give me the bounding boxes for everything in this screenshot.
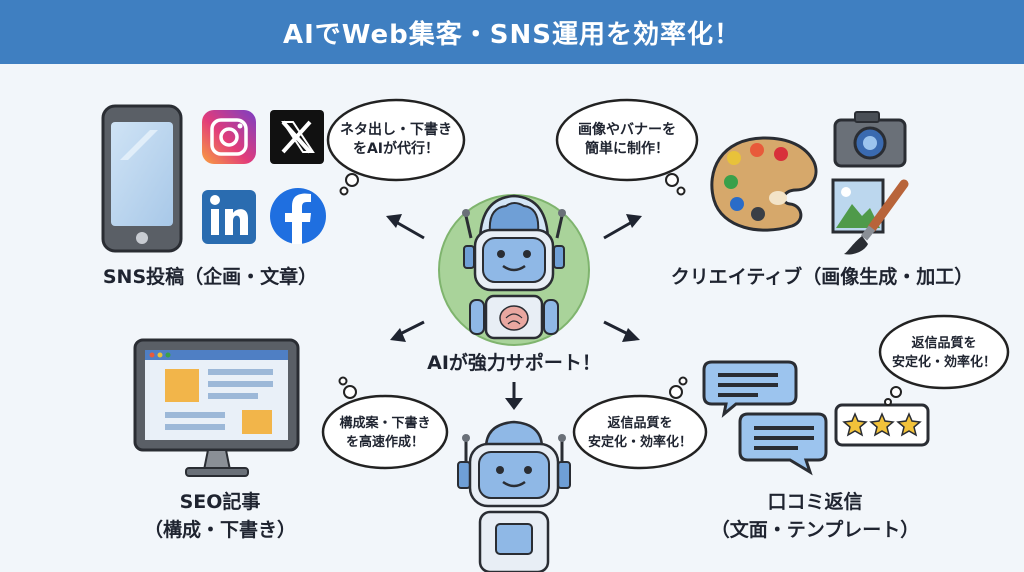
star-rating-card-icon (834, 403, 930, 447)
seo-label: SEO記事 （構成・下書き） (120, 488, 320, 544)
monitor-icon (133, 338, 300, 477)
bottom-robot-icon (457, 420, 571, 572)
facebook-icon (270, 188, 326, 244)
sns-bubble-line1: ネタ出し・下書き (340, 122, 452, 138)
paintbrush-icon (844, 179, 909, 255)
review-bubble-line1: 返信品質を (607, 416, 673, 431)
x-logo-icon (270, 110, 324, 164)
arrow-to-review-icon (603, 320, 640, 342)
sns-speech-bubble (326, 98, 466, 196)
linkedin-icon (202, 190, 256, 244)
sns-label: SNS投稿（企画・文章） (102, 266, 318, 288)
paint-palette-icon (710, 136, 818, 232)
seo-speech-bubble (321, 376, 449, 470)
review-speech-bubble (572, 376, 708, 470)
review-label-line2: （文面・テンプレート） (710, 519, 920, 541)
arrow-to-sns-icon (386, 214, 425, 240)
arrow-down-icon (505, 382, 523, 410)
creative-bubble-line1: 画像やバナーを (578, 122, 676, 138)
review-bubble-line2: 安定化・効率化！ (587, 435, 692, 450)
sns-bubble-text: ネタ出し・下書き をAIが代行！ (338, 121, 454, 159)
review-label-line1: 口コミ返信 (767, 491, 863, 513)
instagram-icon (202, 110, 256, 164)
review-bubble2-line1: 返信品質を (911, 336, 977, 351)
review-bubble2-text: 返信品質を 安定化・効率化！ (886, 334, 1002, 372)
chat-bubbles-icon (702, 360, 828, 476)
creative-bubble-text: 画像やバナーを 簡単に制作！ (567, 121, 687, 159)
review-speech-bubble-2 (878, 314, 1010, 406)
arrow-to-creative-icon (603, 214, 642, 240)
smartphone-icon (101, 104, 183, 253)
review-label: 口コミ返信 （文面・テンプレート） (690, 488, 940, 544)
image-picture-icon (831, 178, 885, 234)
seo-bubble-text: 構成案・下書き を高速作成！ (330, 414, 440, 452)
creative-bubble-line2: 簡単に制作！ (585, 141, 669, 157)
seo-bubble-line1: 構成案・下書き (339, 416, 431, 431)
review-bubble-text: 返信品質を 安定化・効率化！ (580, 414, 700, 452)
arrow-to-seo-icon (390, 320, 425, 342)
camera-icon (833, 111, 907, 168)
creative-label: クリエイティブ（画像生成・加工） (670, 266, 974, 288)
sns-bubble-line2: をAIが代行！ (352, 141, 440, 157)
creative-speech-bubble (555, 98, 699, 196)
center-caption: AIが強力サポート！ (427, 352, 601, 374)
review-bubble2-line2: 安定化・効率化！ (891, 355, 996, 370)
seo-label-line2: （構成・下書き） (143, 519, 296, 541)
center-robot-icon (438, 194, 590, 346)
seo-bubble-line2: を高速作成！ (345, 435, 424, 450)
seo-label-line1: SEO記事 (179, 491, 261, 513)
page-title: AIでWeb集客・SNS運用を効率化！ (0, 0, 1024, 64)
